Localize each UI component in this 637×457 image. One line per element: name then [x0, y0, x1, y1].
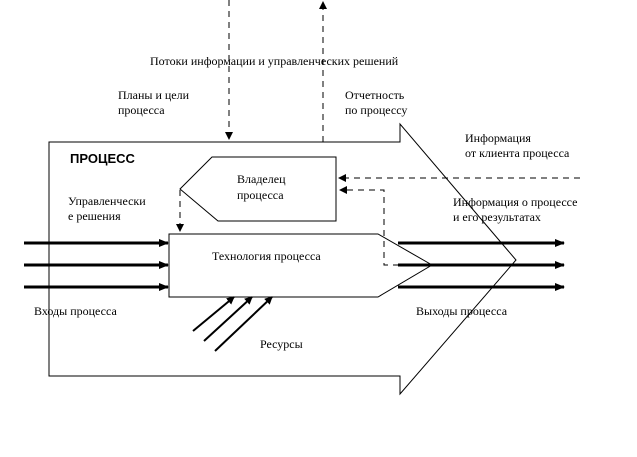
process-boundary-arrow — [48, 122, 517, 396]
decisions-label-line1: Управленчески — [68, 194, 146, 208]
resource-arrow-2 — [203, 296, 253, 342]
process-info-label-line2: и его результатах — [453, 210, 541, 224]
technology-label: Технология процесса — [212, 249, 321, 263]
report-label-line2: по процессу — [345, 103, 408, 117]
plans-label-line2: процесса — [118, 103, 165, 117]
owner-box — [179, 156, 337, 222]
resource-arrow-1 — [192, 296, 235, 332]
plans-label-line1: Планы и цели — [118, 88, 190, 102]
decisions-label-line2: е решения — [68, 209, 121, 223]
outputs-label: Выходы процесса — [416, 304, 508, 318]
owner-label-line1: Владелец — [237, 172, 286, 186]
process-title: ПРОЦЕСС — [70, 151, 135, 166]
process-info-label-line1: Информация о процессе — [453, 195, 578, 209]
inputs-label: Входы процесса — [34, 304, 117, 318]
report-label-line1: Отчетность — [345, 88, 405, 102]
resource-arrow-3 — [214, 296, 273, 352]
client-info-label-line1: Информация — [465, 131, 531, 145]
technology-box — [168, 233, 433, 298]
info-flows-label: Потоки информации и управленческих решен… — [150, 54, 399, 68]
owner-label-line2: процесса — [237, 188, 284, 202]
resources-label: Ресурсы — [260, 337, 303, 351]
client-info-label-line2: от клиента процесса — [465, 146, 570, 160]
